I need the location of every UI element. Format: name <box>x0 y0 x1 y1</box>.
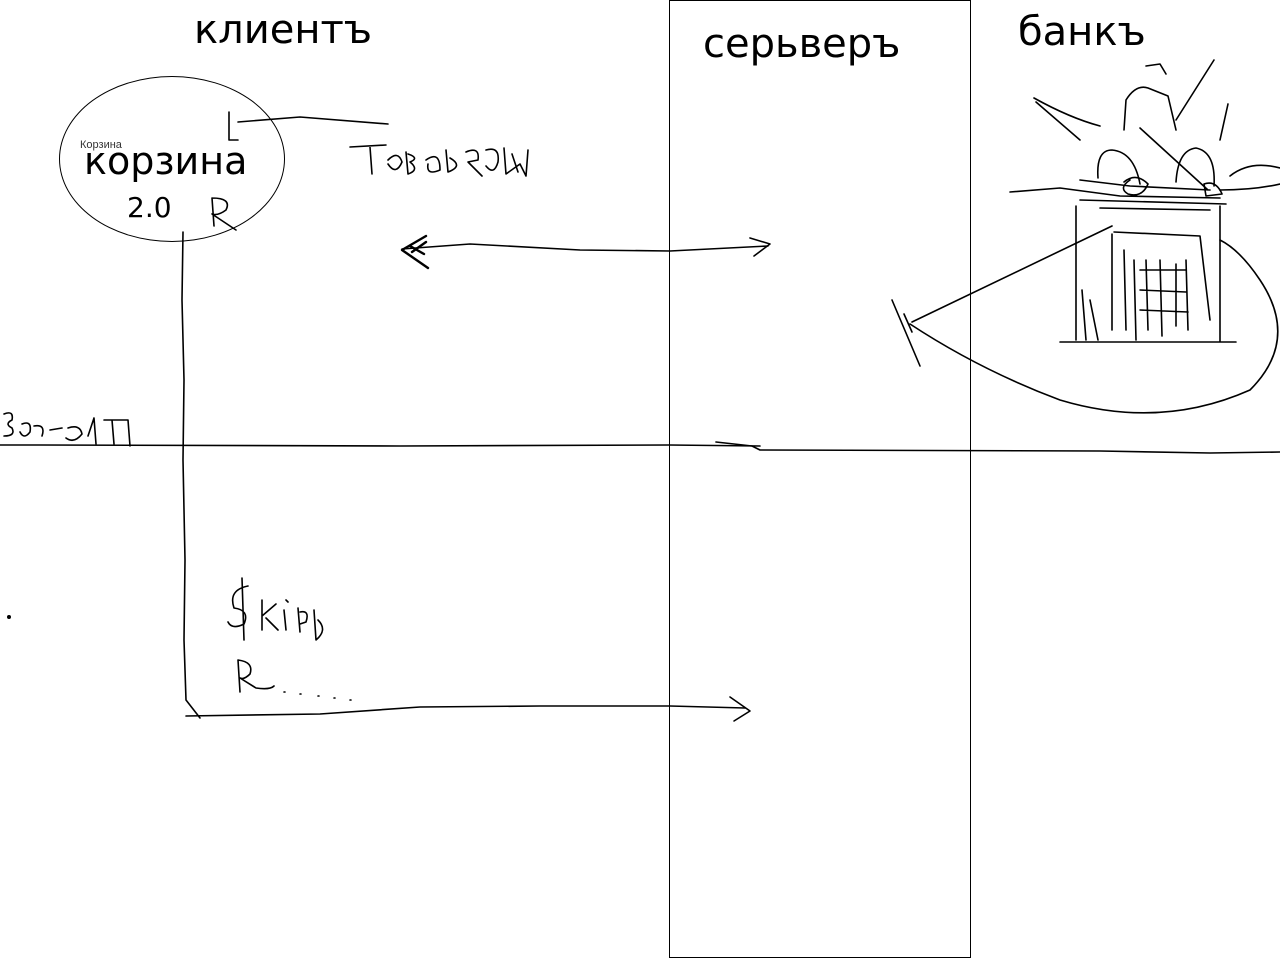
bank-flag <box>891 299 921 367</box>
cart-version: 2.0 <box>127 191 172 224</box>
goods-arrow-line <box>401 243 769 252</box>
stray-dot <box>7 614 12 619</box>
client-lane-title: клиентъ <box>194 7 373 53</box>
divider-line-left <box>0 444 761 447</box>
goods-arrow-head-left <box>400 234 430 270</box>
bank-domes <box>1096 63 1215 187</box>
skip-scribble <box>227 577 324 641</box>
divider-line-right <box>715 441 1280 454</box>
cart-r-scribble <box>211 197 237 231</box>
dots <box>283 691 352 701</box>
goods-arrow-head-right <box>749 237 771 257</box>
bank-door <box>1111 231 1211 341</box>
cart-ellipse <box>59 76 285 242</box>
bank-base <box>1059 205 1237 343</box>
bank-columns <box>1081 249 1127 341</box>
client-lifeline <box>181 231 201 719</box>
goods-bracket <box>228 111 389 141</box>
bank-lane-title: банкъ <box>1018 9 1146 55</box>
bank-mound <box>909 239 1279 414</box>
server-lane-box <box>669 0 971 958</box>
cart-small-label: Корзина <box>80 139 122 151</box>
server-lane-title: серьверъ <box>703 21 901 67</box>
request-arrow-line <box>185 705 746 717</box>
bank-rays <box>1033 59 1280 191</box>
cart-label: корзина <box>84 139 248 183</box>
bank-roof <box>1009 187 1227 211</box>
bank-knots <box>1122 176 1223 197</box>
left-scribble <box>3 412 131 447</box>
goods-scribble <box>349 144 529 177</box>
bank-pointer-line <box>911 225 1113 323</box>
skip-r-scribble <box>237 659 275 693</box>
request-arrow-head <box>729 696 751 722</box>
